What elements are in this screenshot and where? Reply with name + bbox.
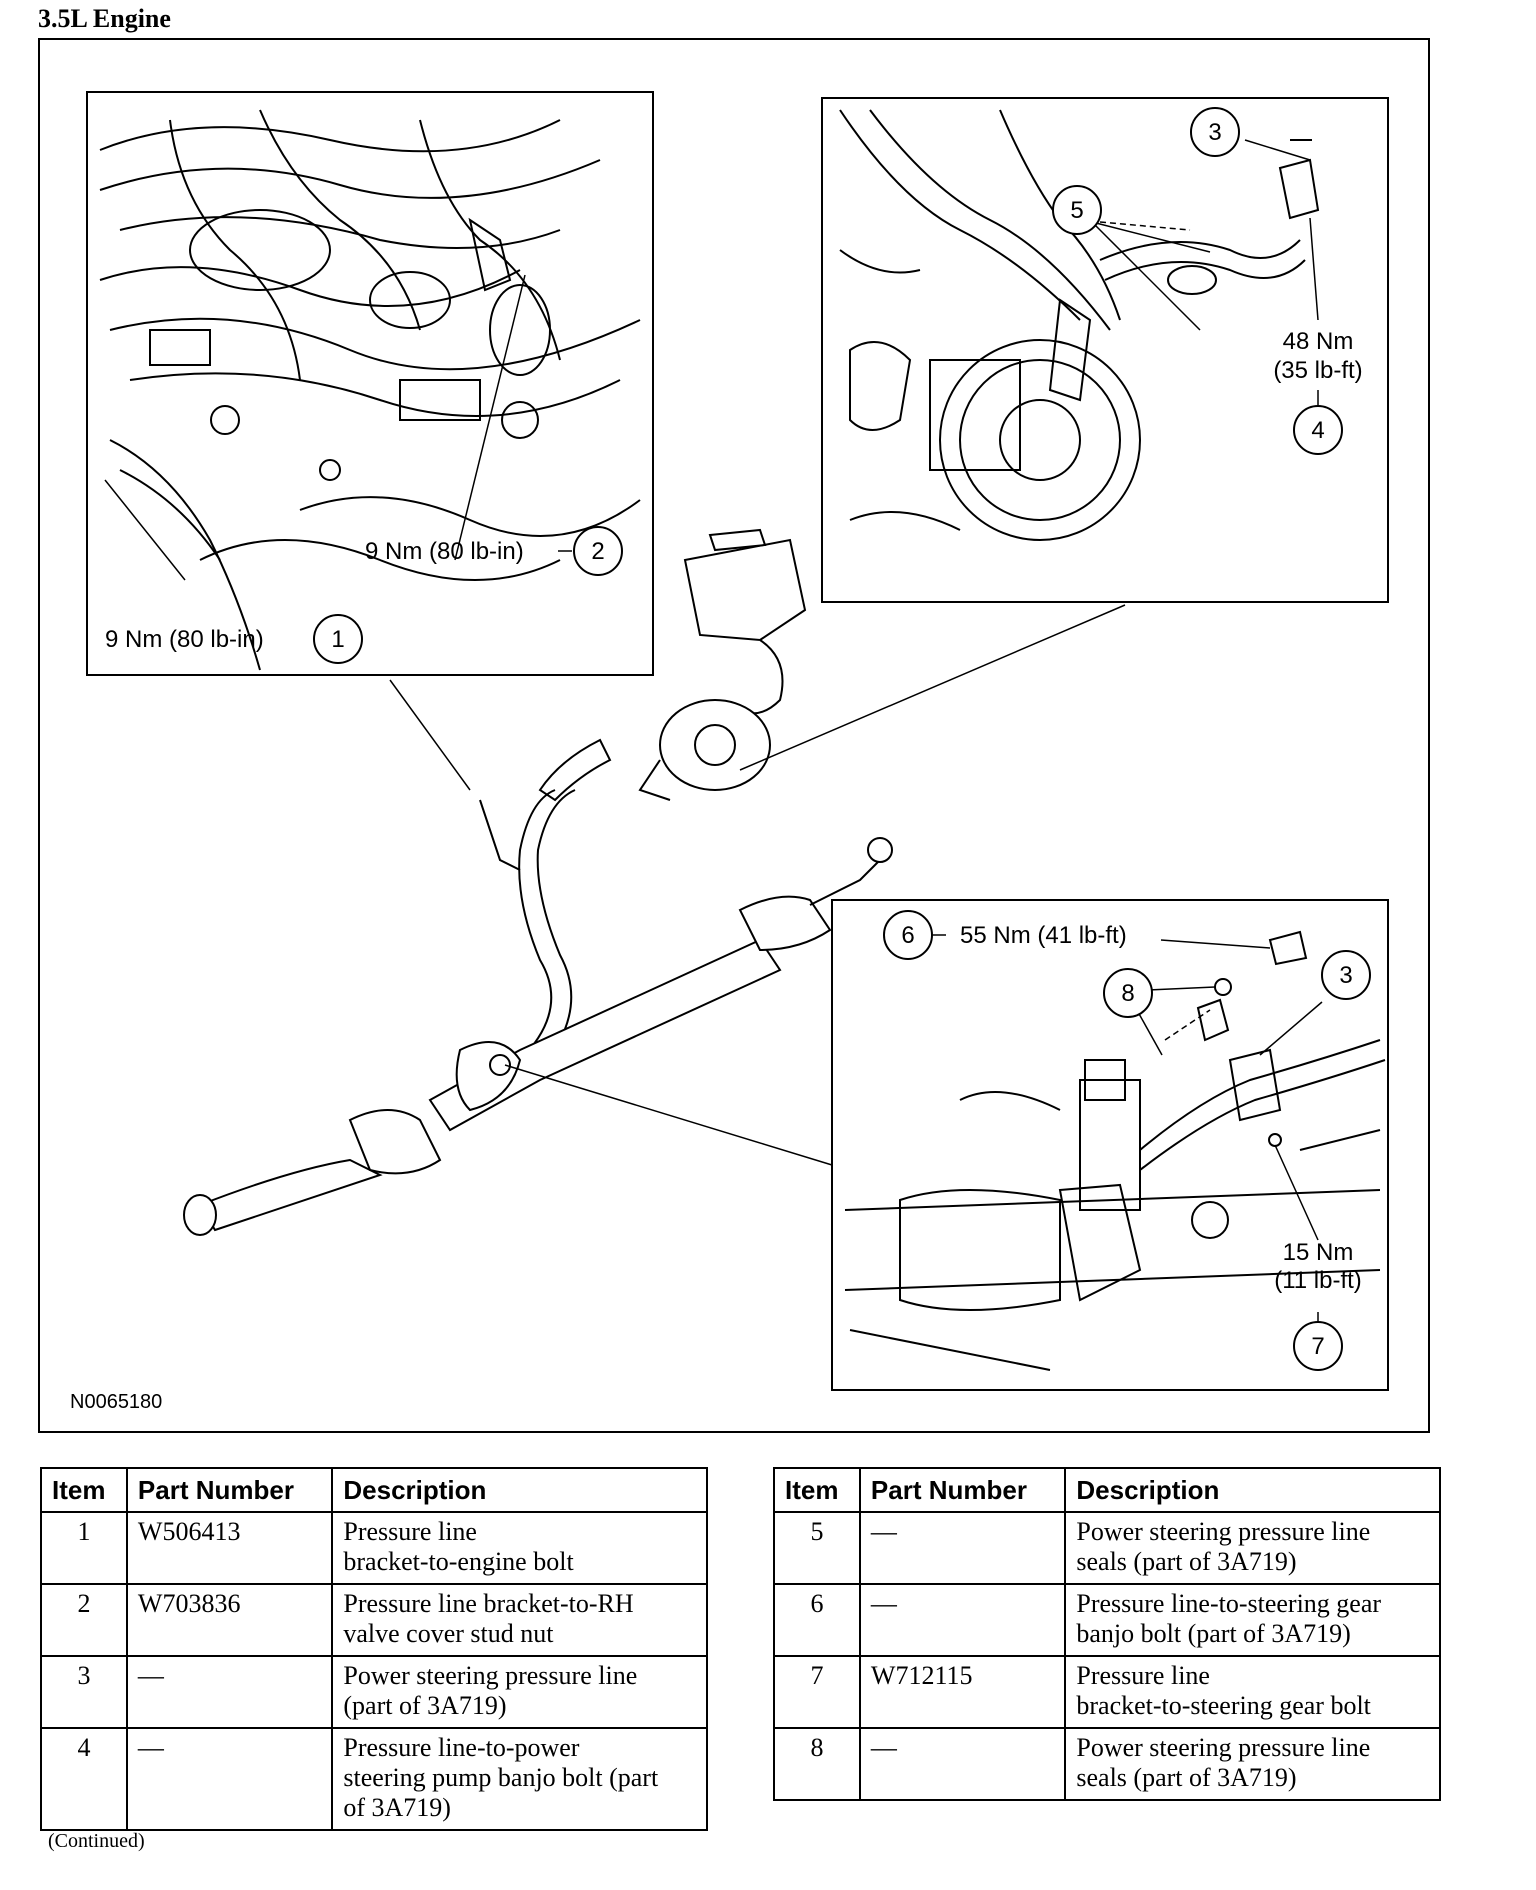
header-description: Description <box>331 1467 708 1513</box>
callout-7-num: 7 <box>1311 1333 1324 1360</box>
callout-8-num: 8 <box>1121 980 1134 1007</box>
item-cell: 6 <box>773 1583 861 1657</box>
callout-5-num: 5 <box>1070 197 1083 224</box>
callout-5: 5 <box>1052 185 1102 235</box>
table-header-row: Item Part Number Description <box>40 1467 708 1513</box>
callout-4-torque-imp: (35 lb-ft) <box>1273 357 1362 384</box>
header-item: Item <box>40 1467 128 1513</box>
callout-2-torque: 9 Nm (80 lb-in) <box>365 538 524 565</box>
item-cell: 5 <box>773 1511 861 1585</box>
callout-7-torque-imp: (11 lb-ft) <box>1274 1267 1362 1294</box>
parts-table-right: Item Part Number Description 5 — Power s… <box>773 1467 1441 1801</box>
callout-6-num: 6 <box>901 922 914 949</box>
figure-reference: N0065180 <box>70 1391 162 1413</box>
header-description: Description <box>1064 1467 1441 1513</box>
section-title: 3.5L Engine <box>38 4 171 33</box>
callout-6-torque: 55 Nm (41 lb-ft) <box>960 922 1127 949</box>
part-number-cell: — <box>858 1727 1067 1801</box>
callout-1-torque: 9 Nm (80 lb-in) <box>105 626 264 653</box>
callout-7-torque-nm: 15 Nm <box>1283 1239 1354 1266</box>
part-number-cell: W506413 <box>125 1511 334 1585</box>
pump-inset <box>821 97 1389 603</box>
figure-frame <box>38 38 1430 1433</box>
table-row: 3 — Power steering pressure line(part of… <box>40 1655 708 1729</box>
steering-gear <box>183 837 893 1236</box>
callout-4-num: 4 <box>1311 417 1324 444</box>
callout-7: 15 Nm (11 lb-ft) 7 <box>1274 1239 1362 1371</box>
callout-1-num: 1 <box>331 626 344 653</box>
part-number-cell: — <box>858 1583 1067 1657</box>
part-number-cell: W703836 <box>125 1583 334 1657</box>
callout-3b-num: 3 <box>1339 962 1352 989</box>
engine-inset <box>86 91 654 676</box>
table-header-row: Item Part Number Description <box>773 1467 1441 1513</box>
header-part-number: Part Number <box>858 1467 1067 1513</box>
part-number-cell: — <box>858 1511 1067 1585</box>
continued-note: (Continued) <box>48 1830 145 1852</box>
description-cell: Power steering pressure line(part of 3A7… <box>331 1655 708 1729</box>
reservoir-pump <box>538 528 807 802</box>
item-cell: 3 <box>40 1655 128 1729</box>
item-cell: 7 <box>773 1655 861 1729</box>
callout-2-num: 2 <box>591 538 604 565</box>
callout-1: 9 Nm (80 lb-in) 1 <box>105 614 363 664</box>
callout-2: 9 Nm (80 lb-in) 2 <box>365 526 623 576</box>
callout-6: 6 55 Nm (41 lb-ft) <box>883 910 1127 960</box>
item-cell: 2 <box>40 1583 128 1657</box>
part-number-cell: — <box>125 1727 334 1831</box>
callout-3-pump: 3 <box>1190 107 1240 157</box>
callout-4: 48 Nm (35 lb-ft) 4 <box>1273 328 1363 455</box>
pressure-line <box>479 789 576 1071</box>
callout-3-gear: 3 <box>1321 950 1371 1000</box>
callout-3a-num: 3 <box>1208 119 1221 146</box>
item-cell: 1 <box>40 1511 128 1585</box>
part-number-cell: W712115 <box>858 1655 1067 1729</box>
part-number-cell: — <box>125 1655 334 1729</box>
item-cell: 4 <box>40 1727 128 1831</box>
parts-table-left: Item Part Number Description 1 W506413 P… <box>40 1467 708 1831</box>
steering-line-diagram: 9 Nm (80 lb-in) 1 9 Nm (80 lb-in) 2 3 5 … <box>70 91 1389 1413</box>
gear-inset <box>831 899 1389 1391</box>
header-item: Item <box>773 1467 861 1513</box>
callout-4-torque-nm: 48 Nm <box>1283 328 1354 355</box>
header-part-number: Part Number <box>125 1467 334 1513</box>
callout-8: 8 <box>1103 968 1153 1018</box>
item-cell: 8 <box>773 1727 861 1801</box>
